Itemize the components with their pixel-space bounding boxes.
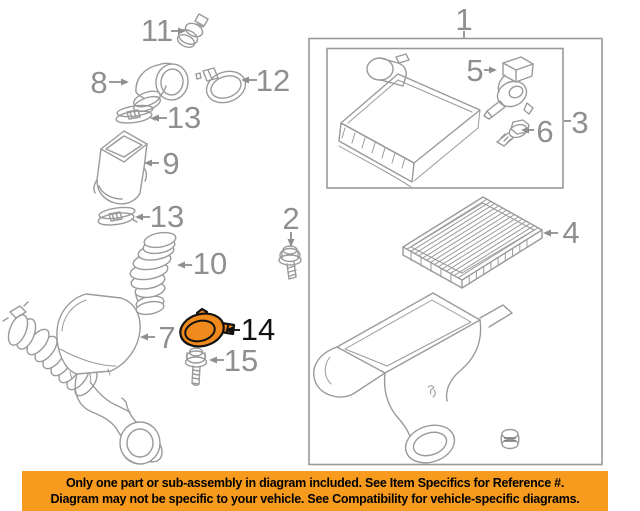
part-label-8: 8 bbox=[90, 65, 107, 100]
part-10-bellows-hose-drawing bbox=[129, 231, 177, 316]
part-label-13-lower: 13 bbox=[150, 199, 184, 234]
disclaimer-banner: Only one part or sub-assembly in diagram… bbox=[22, 471, 608, 511]
part-label-14-highlighted: 14 bbox=[241, 312, 275, 347]
part-2-bolt-drawing bbox=[278, 245, 302, 280]
arrowhead-15 bbox=[209, 356, 217, 364]
part-11-valve-drawing bbox=[176, 13, 209, 48]
arrowhead-5 bbox=[489, 66, 497, 74]
arrowhead-7 bbox=[140, 333, 148, 341]
arrowhead-14 bbox=[225, 326, 233, 334]
arrowhead-8 bbox=[121, 78, 129, 86]
part-label-5: 5 bbox=[466, 53, 483, 88]
part-12-hose-clamp-drawing bbox=[195, 67, 247, 104]
arrowhead-10 bbox=[177, 261, 185, 269]
part-15-bolt-drawing bbox=[184, 347, 208, 387]
filter-hatch-lines bbox=[406, 198, 539, 279]
part-label-6: 6 bbox=[536, 114, 553, 149]
arrowhead-6 bbox=[521, 126, 529, 134]
part-label-1: 1 bbox=[455, 2, 472, 37]
part-4-air-filter-drawing bbox=[402, 196, 543, 289]
part-label-7: 7 bbox=[158, 320, 175, 355]
disclaimer-line-1: Only one part or sub-assembly in diagram… bbox=[65, 476, 565, 490]
part-label-3: 3 bbox=[571, 105, 588, 140]
part-label-4: 4 bbox=[562, 215, 579, 250]
arrowhead-11 bbox=[178, 27, 186, 35]
part-label-9: 9 bbox=[162, 146, 179, 181]
assembly-3-outline-box bbox=[326, 47, 564, 189]
part-label-2: 2 bbox=[282, 201, 299, 236]
part-13-clamp-upper-drawing bbox=[115, 104, 156, 124]
arrowhead-4 bbox=[543, 229, 551, 237]
part-14-highlighted-clamp-drawing bbox=[179, 307, 236, 348]
air-cleaner-cover-drawing bbox=[338, 53, 481, 188]
assembly-1-outline-box bbox=[308, 37, 603, 466]
arrowhead-9 bbox=[144, 159, 152, 167]
part-6-screw-drawing bbox=[496, 119, 530, 147]
arrowhead-13b bbox=[135, 213, 143, 221]
reference-labels: 1 2 3 4 5 6 7 8 9 10 11 12 13 13 14 15 bbox=[90, 2, 588, 378]
part-label-15: 15 bbox=[224, 343, 258, 378]
part-label-10: 10 bbox=[193, 246, 227, 281]
arrowhead-13a bbox=[151, 114, 159, 122]
arrowhead-2 bbox=[287, 239, 295, 247]
part-5-maf-sensor-drawing bbox=[483, 56, 534, 120]
part-7-inlet-assembly-drawing bbox=[2, 293, 163, 465]
part-label-12: 12 bbox=[256, 63, 290, 98]
part-label-11: 11 bbox=[141, 13, 173, 48]
arrowhead-12 bbox=[241, 76, 249, 84]
part-13-clamp-lower-drawing bbox=[97, 206, 138, 226]
part-label-13-upper: 13 bbox=[167, 100, 201, 135]
part-8-elbow-hose-drawing bbox=[132, 62, 189, 113]
grommet-drawing bbox=[500, 428, 520, 450]
part-9-air-duct-drawing bbox=[93, 130, 148, 205]
leader-arrows bbox=[109, 27, 571, 364]
disclaimer-line-2: Diagram may not be specific to your vehi… bbox=[50, 492, 580, 506]
air-cleaner-lower-case-drawing bbox=[313, 292, 513, 464]
